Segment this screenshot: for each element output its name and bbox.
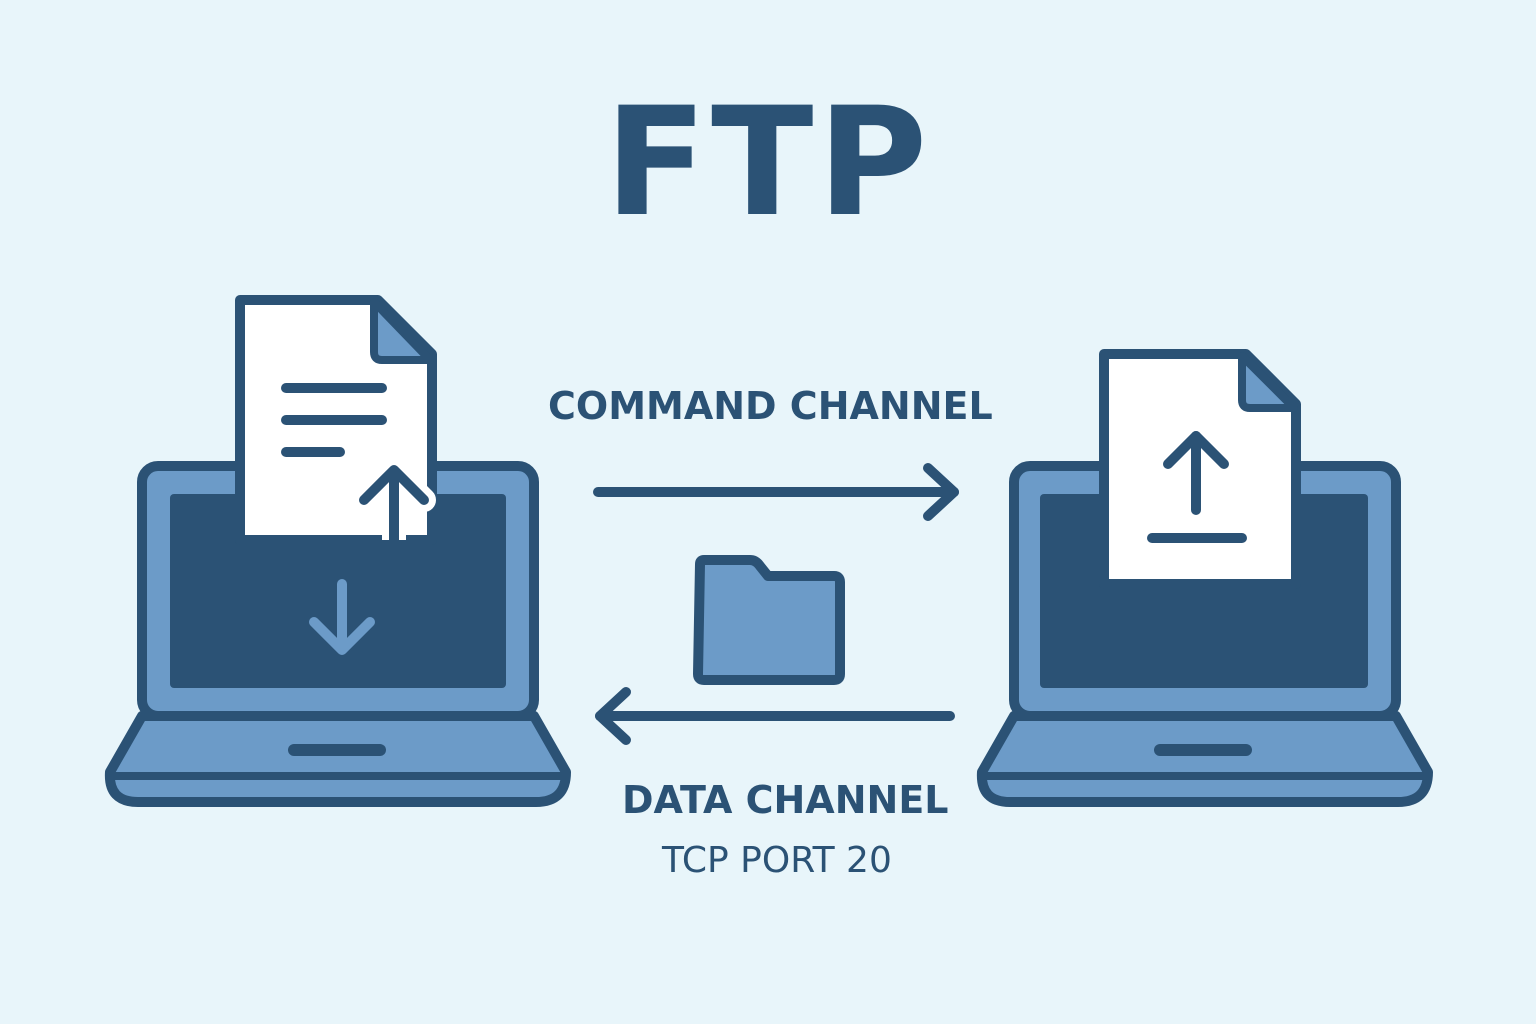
data-channel-arrow-icon (595, 687, 955, 745)
command-channel-label: COMMAND CHANNEL (548, 384, 993, 428)
data-channel-label: DATA CHANNEL (622, 778, 949, 822)
diagram-title: FTP (604, 76, 932, 250)
document-upload-arrow-icon (1147, 431, 1247, 543)
command-channel-arrow-icon (593, 463, 959, 521)
right-document-icon (1099, 349, 1301, 589)
left-document-icon (235, 295, 437, 545)
folder-icon (693, 555, 845, 685)
upload-arrow-icon (352, 458, 436, 540)
download-arrow-icon (309, 579, 375, 655)
data-channel-port-label: TCP PORT 20 (662, 840, 892, 881)
